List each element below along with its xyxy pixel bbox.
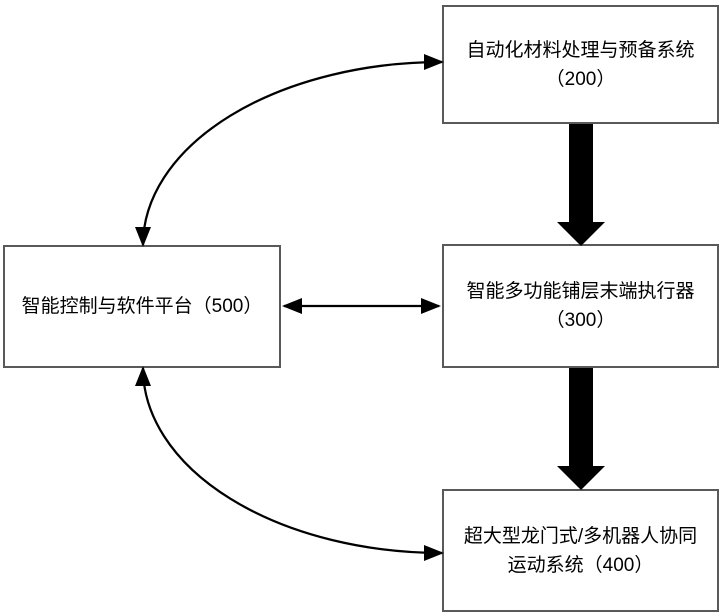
- curved-double-arrow-500-200: [135, 54, 444, 247]
- node-300-line1: 智能多功能铺层末端执行器: [466, 281, 695, 302]
- curved-double-arrow-500-400: [135, 366, 444, 561]
- node-500-line1: 智能控制与软件平台（500）: [21, 296, 263, 317]
- node-box-200: 自动化材料处理与预备系统 （200）: [442, 5, 719, 124]
- thick-block-arrow-200-300: [557, 124, 605, 246]
- node-200-line1: 自动化材料处理与预备系统: [466, 39, 695, 61]
- node-400-line1: 超大型龙门式/多机器人协同: [463, 525, 698, 547]
- thick-block-arrow-300-400: [557, 368, 605, 490]
- node-box-400: 超大型龙门式/多机器人协同 运动系统（400）: [442, 489, 719, 612]
- node-400-line2: 运动系统（400）: [507, 554, 654, 576]
- node-box-500: 智能控制与软件平台（500）: [3, 245, 281, 368]
- node-box-300: 智能多功能铺层末端执行器 （300）: [442, 244, 719, 368]
- node-200-line2: （200）: [545, 68, 616, 90]
- node-300-line2: （300）: [545, 310, 616, 331]
